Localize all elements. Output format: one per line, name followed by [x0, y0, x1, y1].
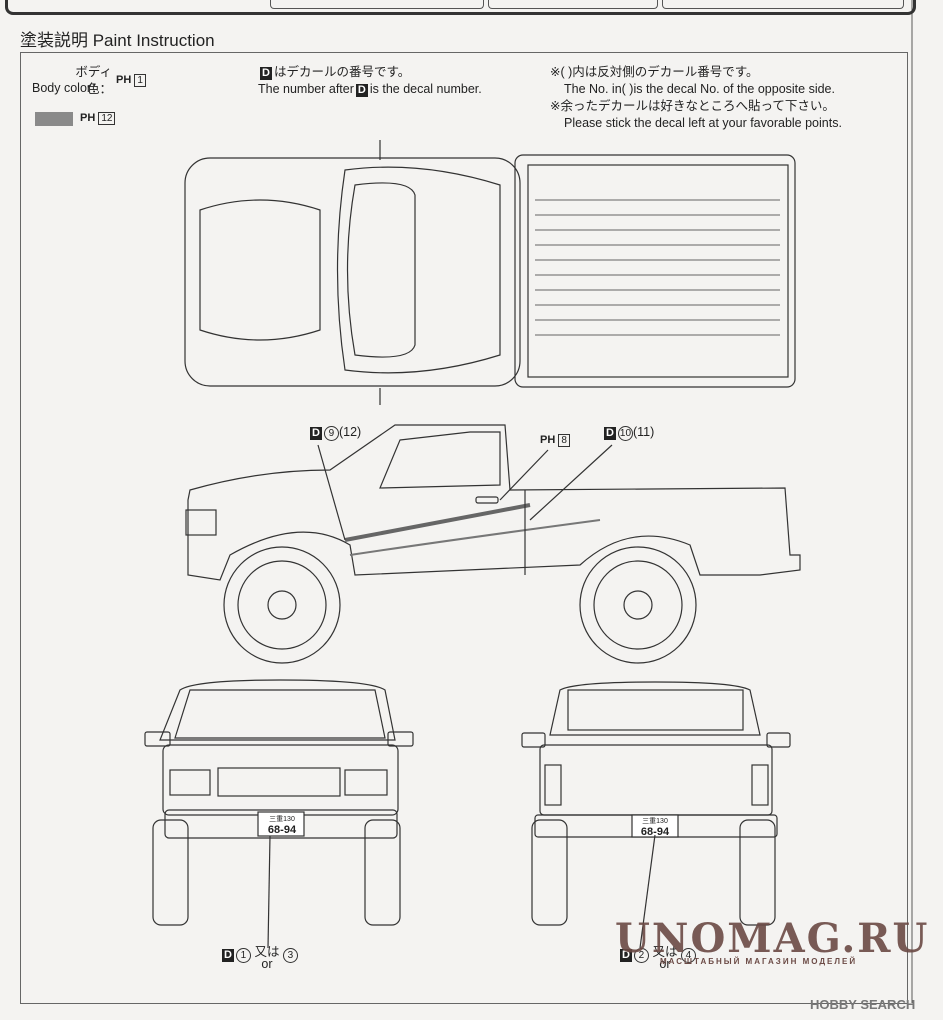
decal-note-jp: はデカールの番号です。: [273, 65, 411, 79]
decal-number: 10: [617, 426, 633, 441]
bed-ribs: [535, 199, 780, 336]
opposite-en: The No. in( )is the decal No. of the opp…: [564, 82, 835, 96]
paint-prefix: PH: [116, 74, 132, 86]
body-color-en: Body color：: [32, 81, 104, 95]
watermark: UNOMAG.RU: [615, 915, 930, 962]
decal-icon: D: [310, 427, 322, 440]
plate-number: 68-94: [640, 826, 670, 838]
decal-icon: D: [355, 84, 368, 97]
plate-region: 三重130: [269, 816, 295, 823]
decal-number: 1: [235, 948, 251, 963]
leader-line: [499, 449, 549, 501]
decal-icon: D: [260, 67, 272, 80]
page-title: 塗装説明 Paint Instruction: [20, 31, 215, 50]
decal-number: 9: [323, 426, 339, 441]
top-frame: [5, 0, 916, 15]
body-color-code: PH 1: [116, 72, 146, 89]
watermark-subtitle: МАСШТАБНЫЙ МАГАЗИН МОДЕЛЕЙ: [660, 957, 858, 966]
paint-number: 12: [98, 112, 116, 125]
top-view-truck: [184, 140, 796, 405]
decal-note-en-post: is the decal number.: [369, 82, 482, 96]
top-cell: [270, 0, 484, 9]
decal-icon: D: [620, 949, 632, 962]
decal-number: 4: [680, 948, 696, 963]
paint-prefix: PH: [80, 112, 96, 124]
body-color-label: ボディ色：: [52, 64, 112, 98]
opposite-note: ※( )内は反対側のデカール番号です。 The No. in( )is the …: [550, 64, 842, 132]
plate-number: 68-94: [267, 824, 297, 836]
decal-icon: D: [222, 949, 234, 962]
or-jp: 又は: [254, 945, 280, 959]
decal-icon: D: [604, 427, 616, 440]
accent-color-swatch: [35, 112, 73, 126]
decal-number: 2: [633, 948, 649, 963]
decal-number-opposite: (12): [338, 425, 362, 439]
decal-number: 3: [282, 948, 298, 963]
or-en: or: [261, 957, 273, 971]
side-view-truck: [185, 424, 801, 664]
top-cell: [662, 0, 904, 9]
top-cell: [488, 0, 658, 9]
or-en: or: [659, 957, 671, 971]
paint-number: 1: [134, 74, 146, 87]
leader-line: [317, 444, 346, 541]
paint-instruction-box: [20, 52, 908, 1004]
opposite-jp: ※( )内は反対側のデカール番号です。: [550, 65, 759, 79]
extra-en: Please stick the decal left at your favo…: [564, 116, 842, 130]
paint-prefix: PH: [540, 434, 556, 446]
decal-number-opposite: (11): [632, 425, 655, 439]
body-color-jp: ボディ色：: [75, 65, 112, 96]
extra-jp: ※余ったデカールは好きなところへ貼って下さい。: [550, 99, 835, 113]
or-jp: 又は: [652, 945, 678, 959]
front-view-truck: [144, 679, 414, 949]
accent-color-code: PH 12: [80, 110, 116, 127]
paint-number: 8: [558, 434, 570, 447]
rear-view-truck: [521, 681, 791, 949]
leader-line: [529, 444, 613, 521]
decal-note-en: The number after: [258, 82, 354, 96]
hobby-search-logo: HOBBY SEARCH: [810, 997, 916, 1012]
callout-side-paint: PH 8: [540, 432, 570, 449]
plate-region: 三重130: [642, 818, 668, 825]
